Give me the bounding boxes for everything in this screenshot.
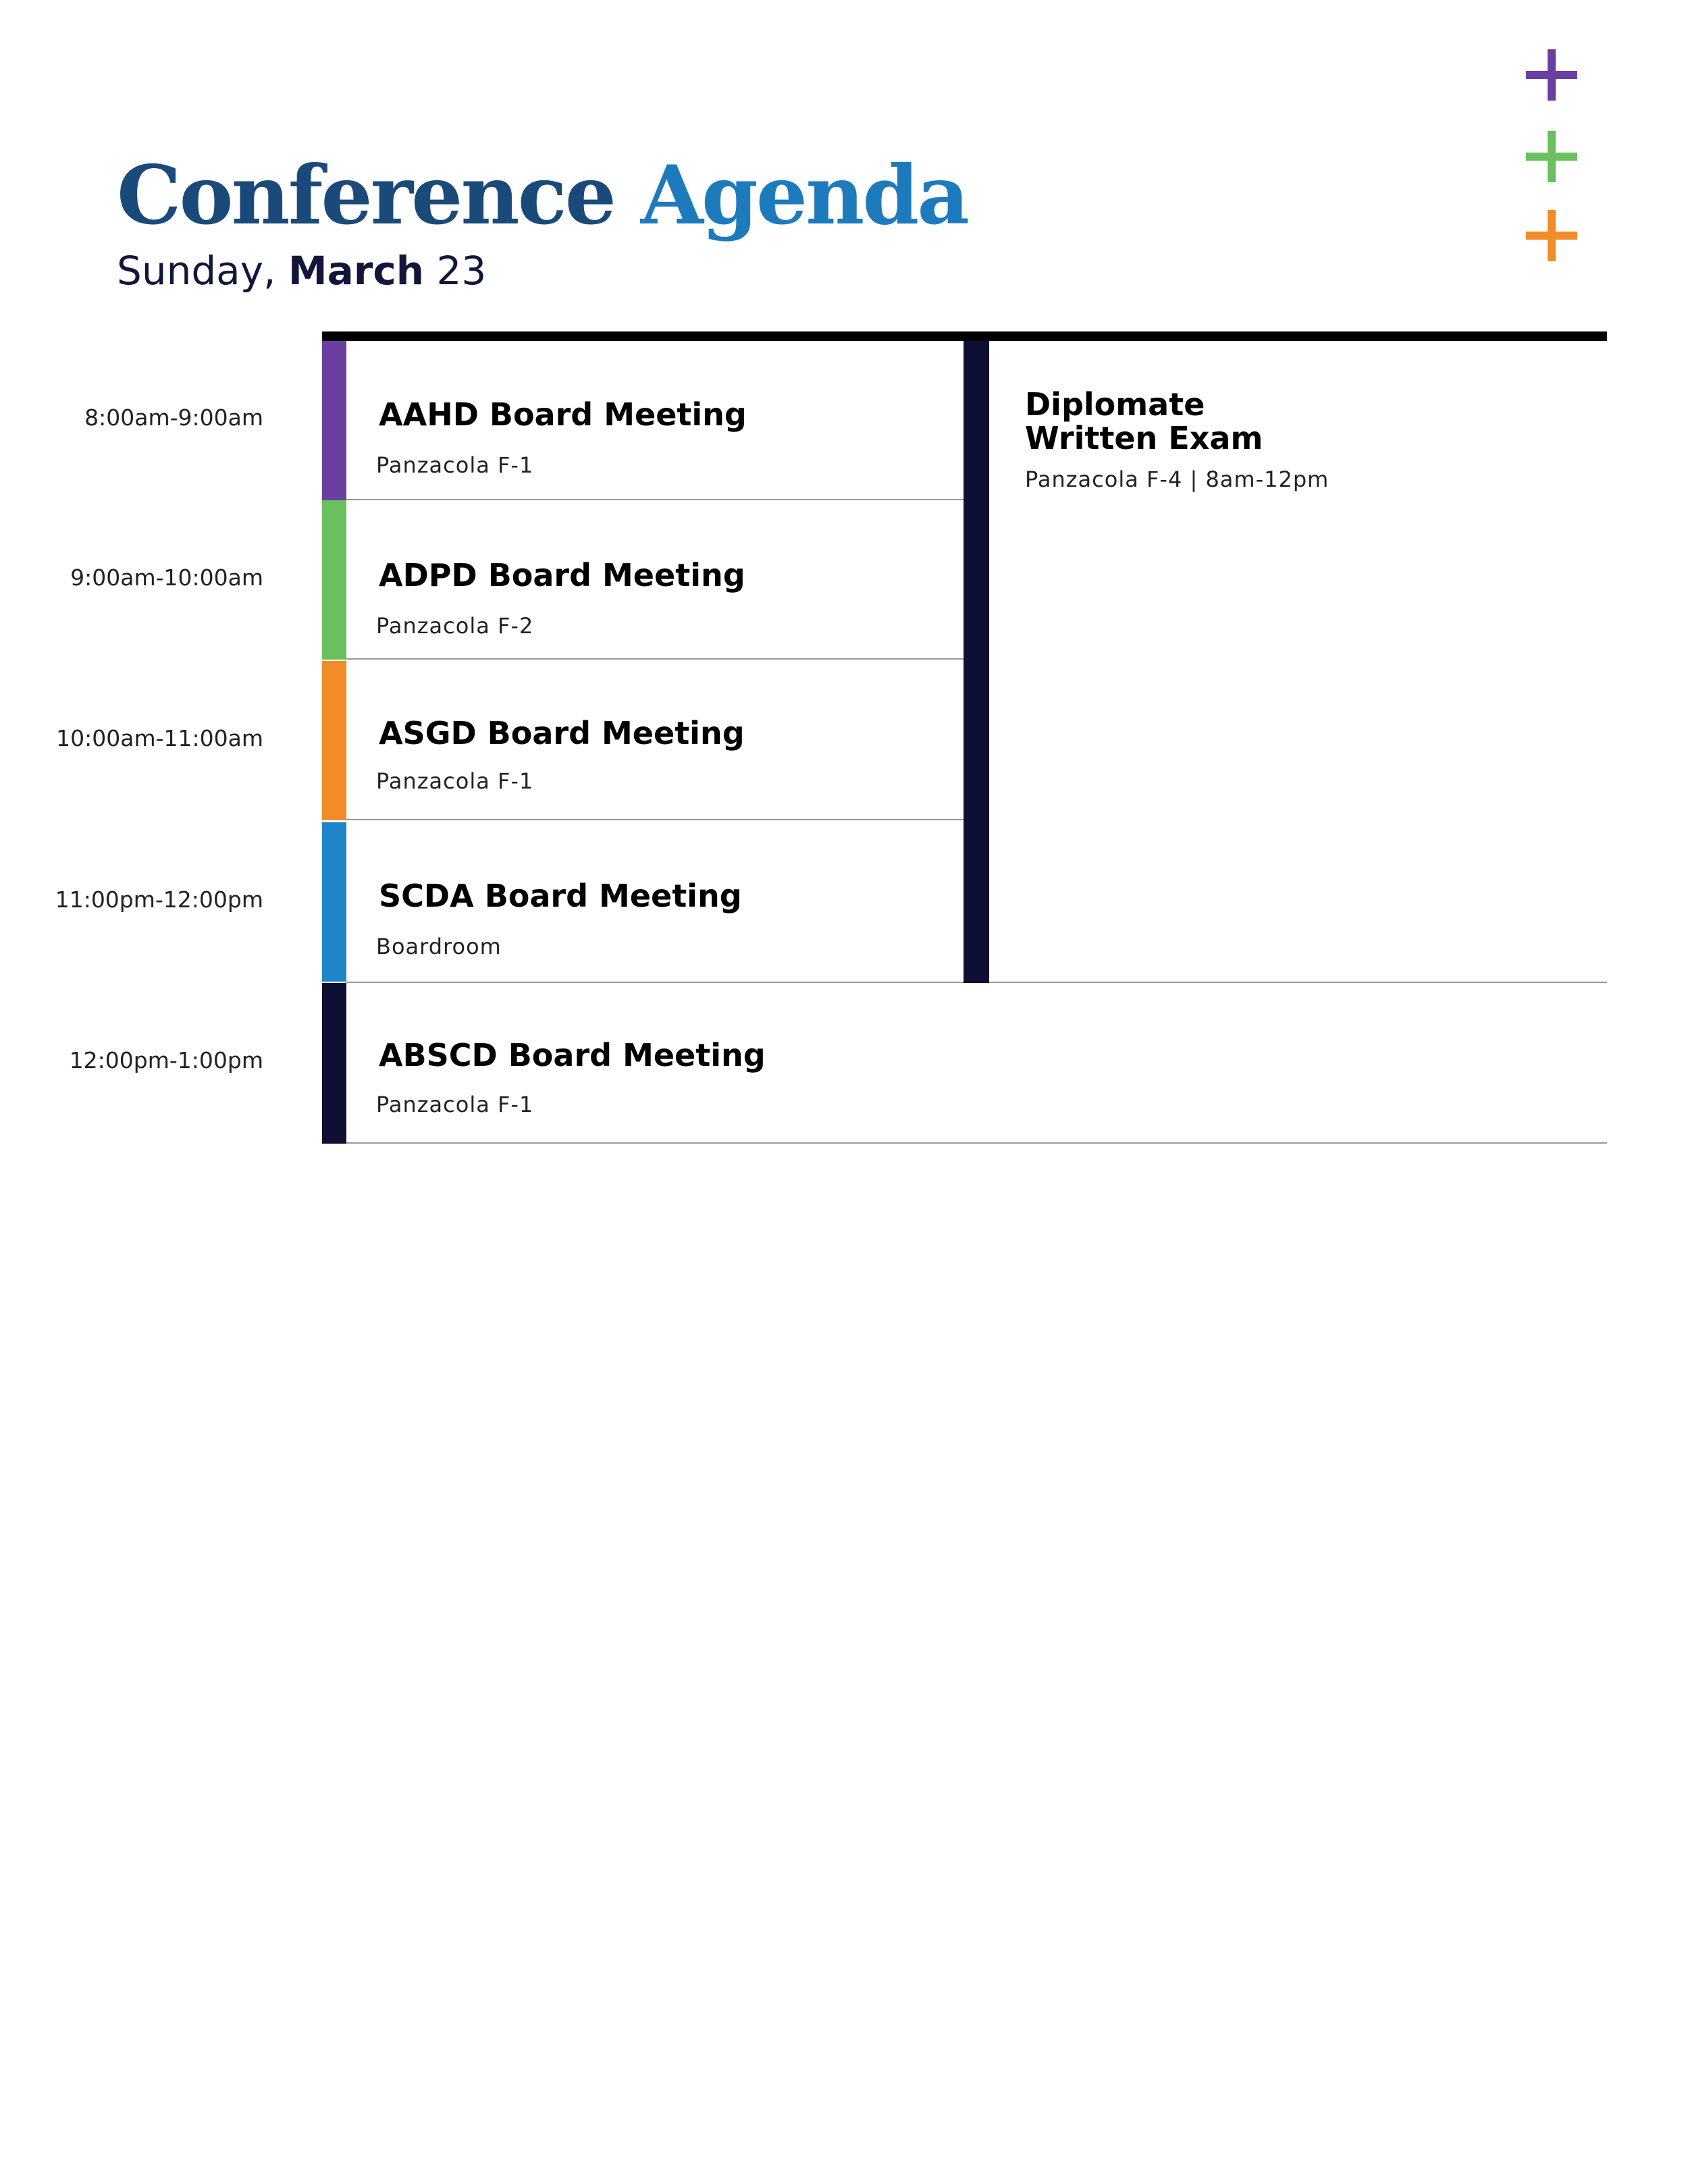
plus-icon-purple [1526, 49, 1577, 101]
exam-title-line1: Diplomate [1025, 386, 1205, 423]
color-bar-green [322, 500, 346, 660]
event-location: Panzacola F-1 [376, 768, 534, 794]
event-title: ADPD Board Meeting [379, 557, 745, 593]
agenda-row: SCDA Board Meeting Boardroom [322, 822, 964, 982]
date-day: Sunday, [117, 248, 276, 294]
event-location: Panzacola F-2 [376, 613, 534, 639]
event-location: Panzacola F-1 [376, 1092, 534, 1117]
title-word-agenda: Agenda [640, 148, 970, 243]
color-bar-orange [322, 661, 346, 820]
agenda-top-rule [322, 331, 1607, 341]
row-divider [346, 499, 964, 500]
page-title: Conference Agenda [117, 155, 970, 236]
color-bar-navy [322, 983, 346, 1144]
agenda-row: ADPD Board Meeting Panzacola F-2 [322, 500, 964, 660]
event-title: ABSCD Board Meeting [379, 1037, 766, 1073]
plus-icon-green [1526, 131, 1577, 182]
agenda-row: AAHD Board Meeting Panzacola F-1 [322, 341, 964, 500]
date-number: 23 [436, 248, 487, 294]
time-slot-label: 8:00am-9:00am [84, 404, 263, 431]
exam-color-bar [964, 341, 989, 983]
event-title: ASGD Board Meeting [379, 715, 745, 751]
event-title: AAHD Board Meeting [379, 396, 747, 433]
agenda-row: ABSCD Board Meeting Panzacola F-1 [322, 983, 1607, 1144]
time-slot-label: 11:00pm-12:00pm [55, 886, 263, 913]
exam-location: Panzacola F-4 | 8am-12pm [1025, 467, 1329, 492]
exam-title-line2: Written Exam [1025, 420, 1263, 456]
event-location: Boardroom [376, 934, 502, 959]
color-bar-purple [322, 341, 346, 500]
time-slot-label: 9:00am-10:00am [70, 564, 263, 591]
time-slot-label: 10:00am-11:00am [56, 725, 263, 751]
exam-title: Diplomate Written Exam [1025, 388, 1263, 455]
row-divider [346, 658, 964, 660]
event-location: Panzacola F-1 [376, 452, 534, 478]
event-title: SCDA Board Meeting [379, 878, 742, 914]
plus-icon-orange [1526, 210, 1577, 261]
date-month: March [288, 248, 425, 294]
page-date: Sunday, March 23 [117, 251, 486, 290]
row-divider [346, 1142, 1607, 1144]
row-divider [346, 819, 964, 820]
color-bar-blue [322, 822, 346, 982]
time-slot-label: 12:00pm-1:00pm [69, 1047, 263, 1073]
agenda-row: ASGD Board Meeting Panzacola F-1 [322, 661, 964, 820]
title-word-conference: Conference [117, 148, 616, 243]
